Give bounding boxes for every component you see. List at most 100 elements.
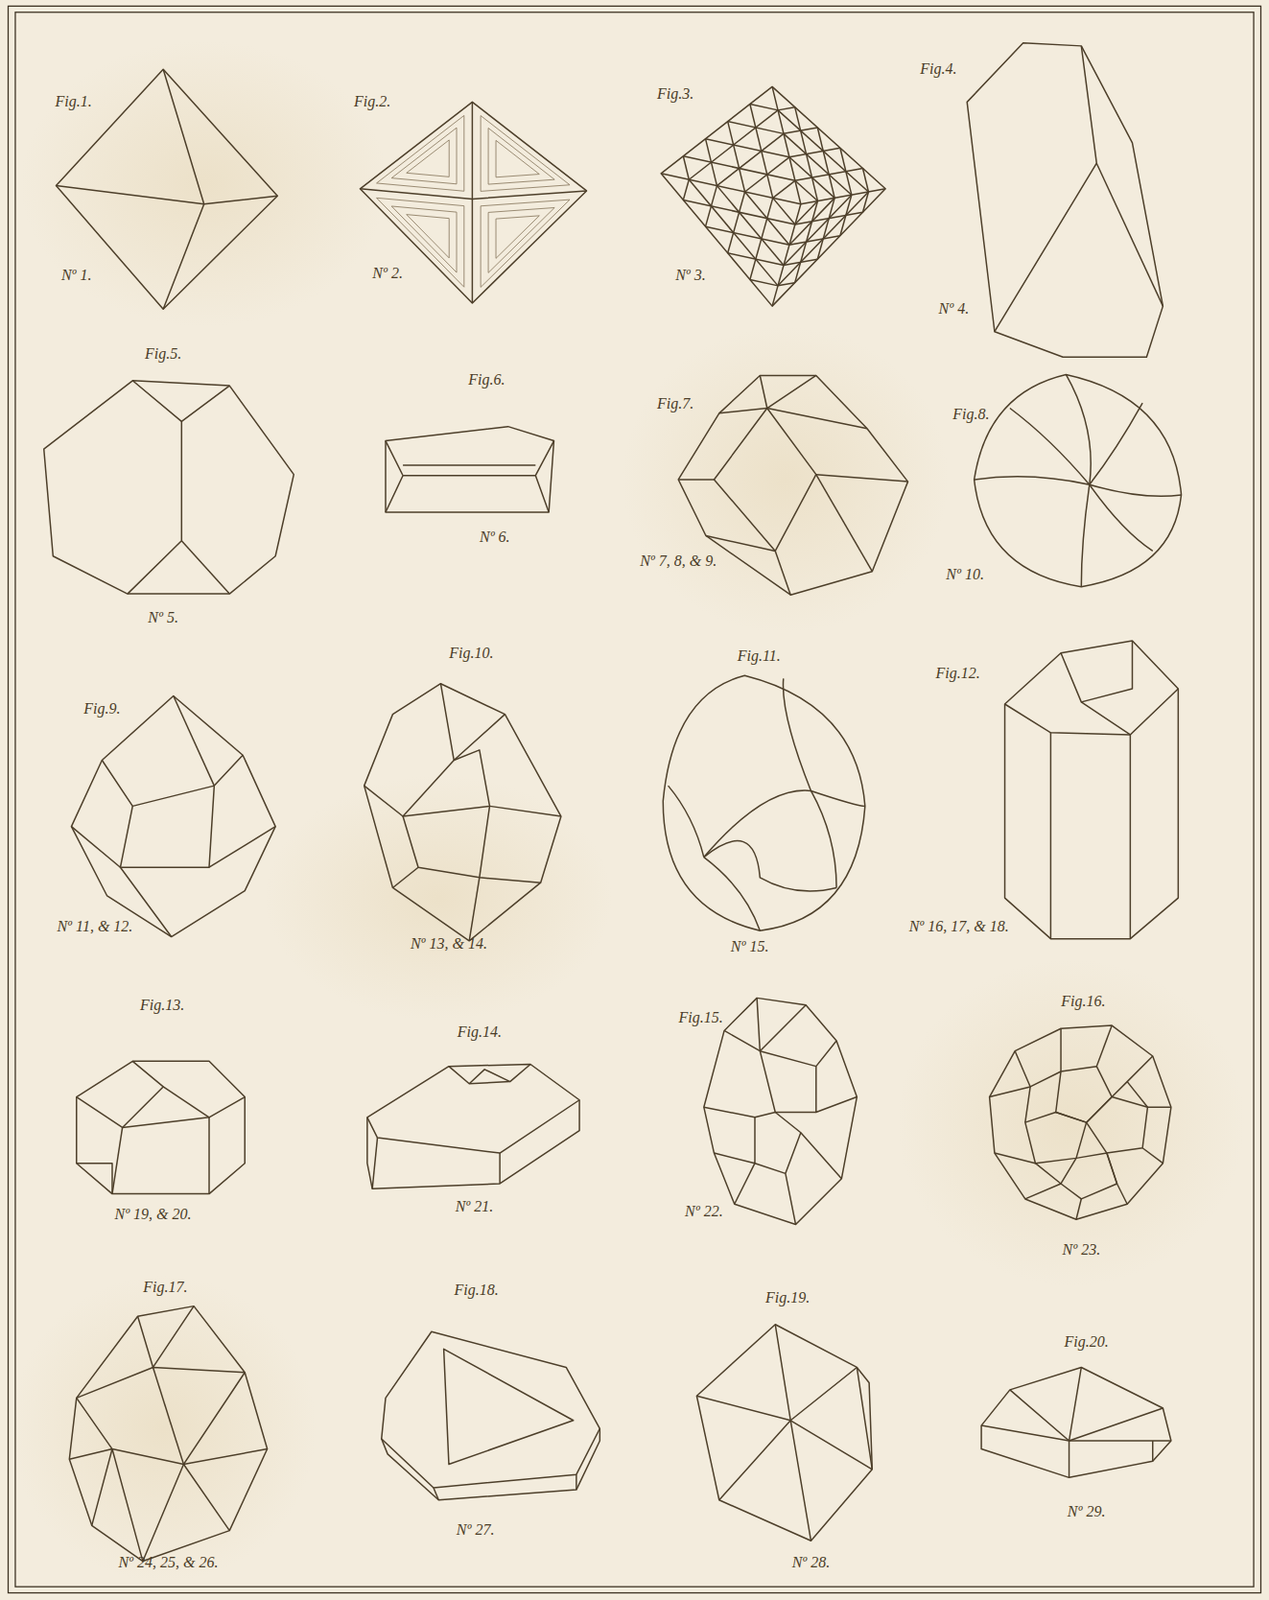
specimen-number: Nº 13, & 14. xyxy=(410,936,488,952)
figure-label: Fig.11. xyxy=(737,648,781,664)
facet-line xyxy=(463,206,465,288)
figure-label: Fig.19. xyxy=(765,1290,810,1306)
facet-line xyxy=(495,215,540,219)
specimen-number: Nº 21. xyxy=(455,1198,494,1215)
specimen-number: Nº 10. xyxy=(945,566,985,583)
facet-line xyxy=(488,127,555,180)
facet-line xyxy=(783,194,852,265)
figure-label: Fig.8. xyxy=(952,406,989,423)
facet-line xyxy=(391,206,457,273)
facet-line xyxy=(391,178,457,185)
facet-line xyxy=(777,107,796,111)
specimen-number: Nº 27. xyxy=(456,1522,495,1538)
facet-line xyxy=(682,179,689,200)
facet-line xyxy=(376,197,465,206)
specimen-number: Nº 24, 25, & 26. xyxy=(117,1554,218,1571)
figure-label: Fig.18. xyxy=(454,1282,499,1298)
facet-line xyxy=(495,140,540,174)
figure-label: Fig.3. xyxy=(657,86,694,102)
facet-line xyxy=(480,199,570,207)
figure-label: Fig.14. xyxy=(457,1024,502,1040)
specimen-number: Nº 22. xyxy=(684,1203,724,1220)
facet-line xyxy=(406,214,449,259)
specimen-number: Nº 11, & 12. xyxy=(56,918,133,935)
specimen-number: Nº 29. xyxy=(1067,1504,1106,1520)
figure-label: Fig.6. xyxy=(468,372,505,388)
facet-line xyxy=(456,127,458,185)
figure-label: Fig.1. xyxy=(54,94,92,110)
facet-line xyxy=(495,140,497,177)
figure-label: Fig.5. xyxy=(144,346,182,362)
specimen-number: Nº 28. xyxy=(792,1554,831,1571)
facet-line xyxy=(777,110,869,192)
figure-label: Fig.2. xyxy=(353,94,391,110)
specimen-number: Nº 4. xyxy=(939,301,970,317)
facet-line xyxy=(716,133,784,186)
facet-line xyxy=(795,168,864,182)
facet-line xyxy=(480,199,570,287)
figure-label: Fig.7. xyxy=(657,396,694,412)
facet-line xyxy=(488,127,490,185)
facet-line xyxy=(783,133,852,195)
figure-label: Fig.9. xyxy=(83,701,120,717)
specimen-number: Nº 23. xyxy=(1061,1242,1101,1258)
facet-line xyxy=(795,180,819,201)
facet-line xyxy=(480,116,570,186)
facet-line xyxy=(795,107,819,202)
facet-line xyxy=(789,147,841,158)
figure-label: Fig.15. xyxy=(679,1010,724,1026)
figure-label: Fig.20. xyxy=(1064,1334,1109,1350)
facet-line xyxy=(705,226,790,245)
facet-line xyxy=(376,115,465,184)
figure-label: Fig.12. xyxy=(936,665,981,682)
facet-line xyxy=(391,206,457,212)
facet-line xyxy=(480,206,482,288)
figure-label: Fig.10. xyxy=(448,645,494,661)
facet-line xyxy=(463,115,465,191)
figure-label: Fig.17. xyxy=(142,1279,188,1295)
specimen-number: Nº 16, 17, & 18. xyxy=(909,918,1010,935)
facet-line xyxy=(682,156,689,180)
specimen-number: Nº 5. xyxy=(147,610,179,626)
facet-line xyxy=(448,140,450,177)
facet-line xyxy=(750,197,774,280)
figure-label: Fig.4. xyxy=(919,61,957,77)
facet-line xyxy=(391,127,457,178)
facet-line xyxy=(406,140,449,173)
facet-line xyxy=(795,201,819,283)
figure-label: Fig.13. xyxy=(140,997,185,1013)
facet-line xyxy=(750,104,778,111)
facet-line xyxy=(495,218,497,259)
facet-line xyxy=(817,127,835,198)
facet-line xyxy=(488,211,490,273)
facet-line xyxy=(728,121,746,192)
facet-line xyxy=(480,185,570,192)
facet-line xyxy=(773,180,796,198)
facet-line xyxy=(456,211,458,273)
facet-line xyxy=(750,104,774,199)
facet-line xyxy=(406,214,449,219)
facet-line xyxy=(795,211,864,225)
facet-line xyxy=(406,172,449,177)
specimen-number: Nº 7, 8, & 9. xyxy=(639,553,717,569)
specimen-number: Nº 15. xyxy=(730,939,770,955)
facet-line xyxy=(488,179,555,185)
specimen-number: Nº 19, & 20. xyxy=(114,1206,191,1222)
facet-line xyxy=(495,215,540,259)
facet-line xyxy=(480,116,482,192)
specimen-number: Nº 6. xyxy=(479,529,511,545)
figure-label: Fig.16. xyxy=(1060,993,1105,1010)
specimen-number: Nº 3. xyxy=(675,267,706,283)
facet-line xyxy=(448,218,450,259)
facet-line xyxy=(682,156,796,182)
facet-line xyxy=(777,191,869,286)
facet-line xyxy=(789,235,841,246)
specimen-number: Nº 1. xyxy=(61,267,93,283)
facet-line xyxy=(682,200,796,226)
specimen-number: Nº 2. xyxy=(372,265,403,282)
facet-line xyxy=(495,174,540,178)
facet-line xyxy=(488,207,555,273)
facet-line xyxy=(488,207,555,212)
facet-line xyxy=(688,110,778,180)
